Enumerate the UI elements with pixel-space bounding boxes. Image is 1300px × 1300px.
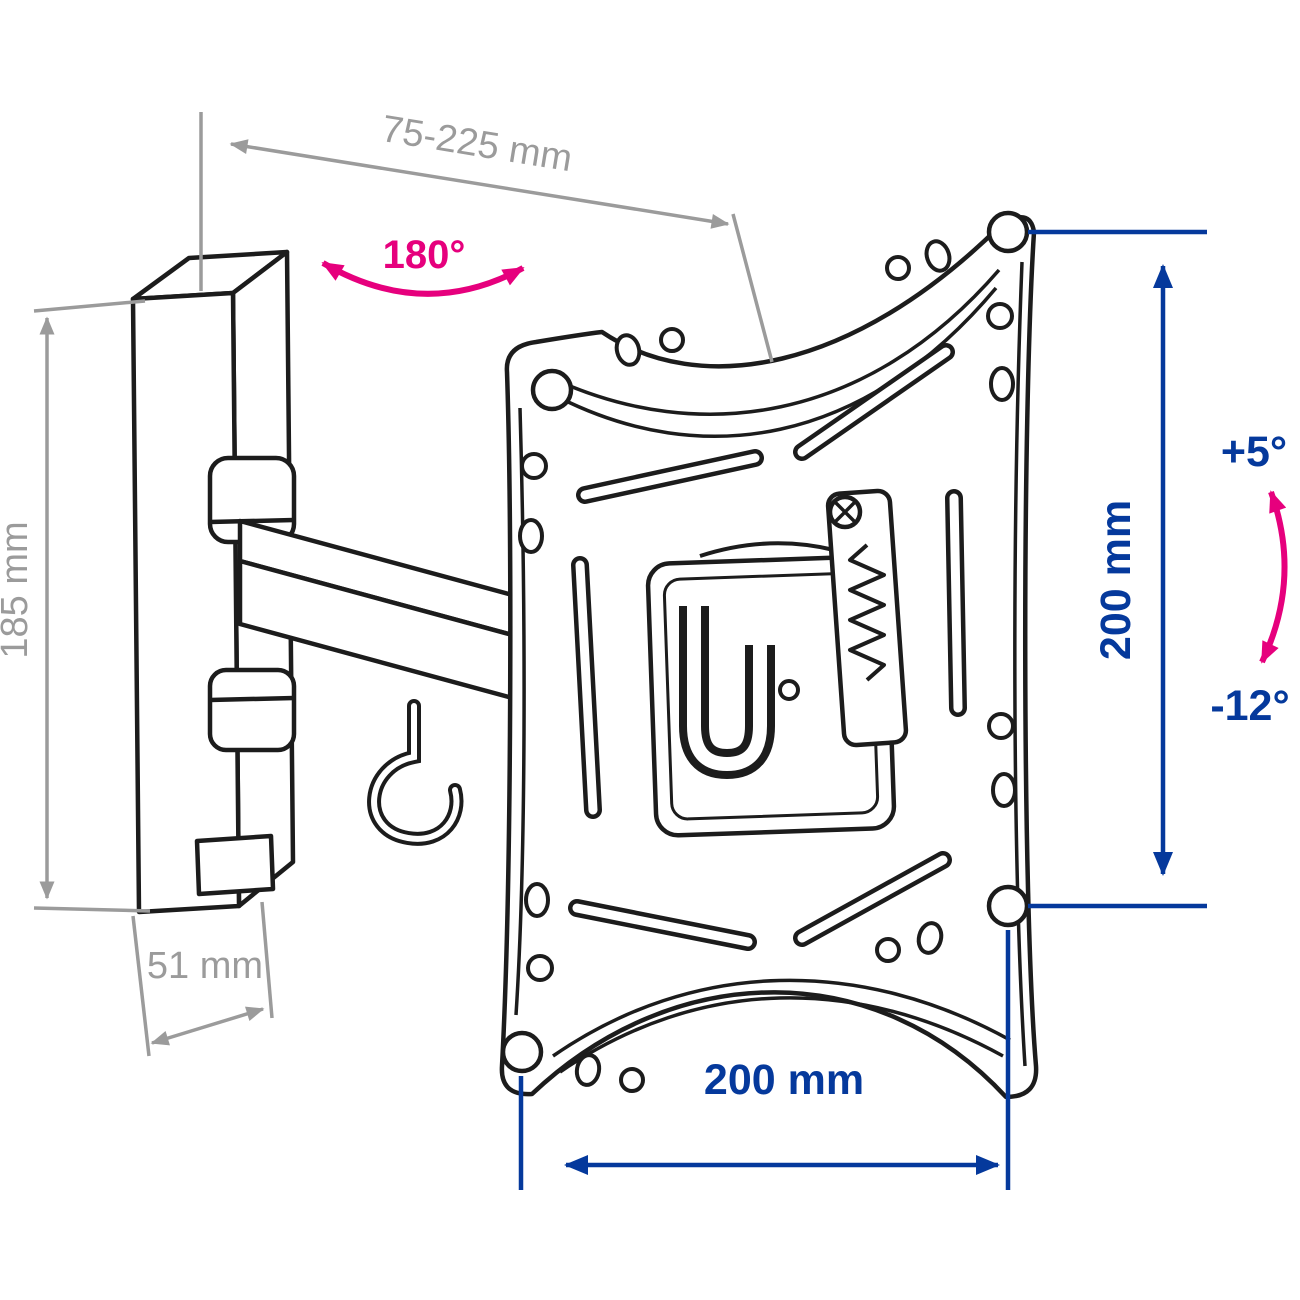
wall-plate-depth-label: 51 mm — [147, 945, 263, 987]
hinge-assembly — [207, 455, 297, 753]
tilt-up-label: +5° — [1221, 428, 1287, 476]
hinge-lower-line — [209, 695, 295, 703]
arm-extension-label: 75-225 mm — [379, 108, 575, 180]
hinge-lower-cap — [207, 667, 297, 753]
dim-depth-ext-right — [260, 901, 274, 1019]
swivel-angle-label: 180° — [383, 233, 466, 277]
tilt-screw — [827, 494, 863, 530]
vesa-width-label: 200 mm — [704, 1056, 864, 1104]
wall-bracket-front-face — [130, 290, 242, 915]
dim-tilt-range: +5° -12° — [1210, 428, 1289, 730]
tilt-down-label: -12° — [1210, 682, 1289, 730]
hinge-upper-line — [209, 517, 295, 525]
tilt-spring — [848, 543, 886, 682]
tilt-lock-plate — [825, 488, 909, 748]
swivel-arc — [321, 260, 525, 297]
vesa-plate-flange-lines — [514, 261, 1027, 1074]
vesa-corner-holes — [500, 210, 1030, 1074]
dim-arm-extension-ext-right — [731, 213, 774, 363]
dim-vesa-height: 200 mm — [1028, 229, 1207, 909]
dim-wall-plate-depth: 51 mm — [131, 901, 274, 1057]
dim-swivel-angle: 180° — [321, 233, 525, 297]
dim-wall-plate-height: 185 mm — [0, 299, 151, 913]
dim-wall-height-ext-top — [33, 299, 146, 313]
tilt-link-line-1 — [699, 541, 835, 558]
dim-arm-extension-arrow — [229, 139, 730, 229]
tilt-bolt — [778, 679, 800, 701]
cable-hook — [367, 699, 464, 846]
wall-plate-height-label: 185 mm — [0, 521, 36, 658]
tilt-hook-inner — [687, 606, 767, 771]
dim-vesa-width: 200 mm — [518, 930, 1011, 1190]
vesa-small-holes — [518, 239, 1017, 1093]
dim-wall-height-ext-bottom — [33, 906, 151, 913]
cable-hook-inner — [371, 703, 460, 842]
dim-depth-arrow — [150, 1006, 265, 1046]
tilt-arc — [1259, 490, 1288, 664]
tilt-mechanism — [645, 488, 909, 838]
dim-depth-ext-left — [131, 915, 151, 1057]
vesa-slots-inner — [572, 347, 963, 947]
vesa-height-label: 200 mm — [1092, 500, 1140, 660]
wall-bracket-cutout — [194, 833, 276, 897]
